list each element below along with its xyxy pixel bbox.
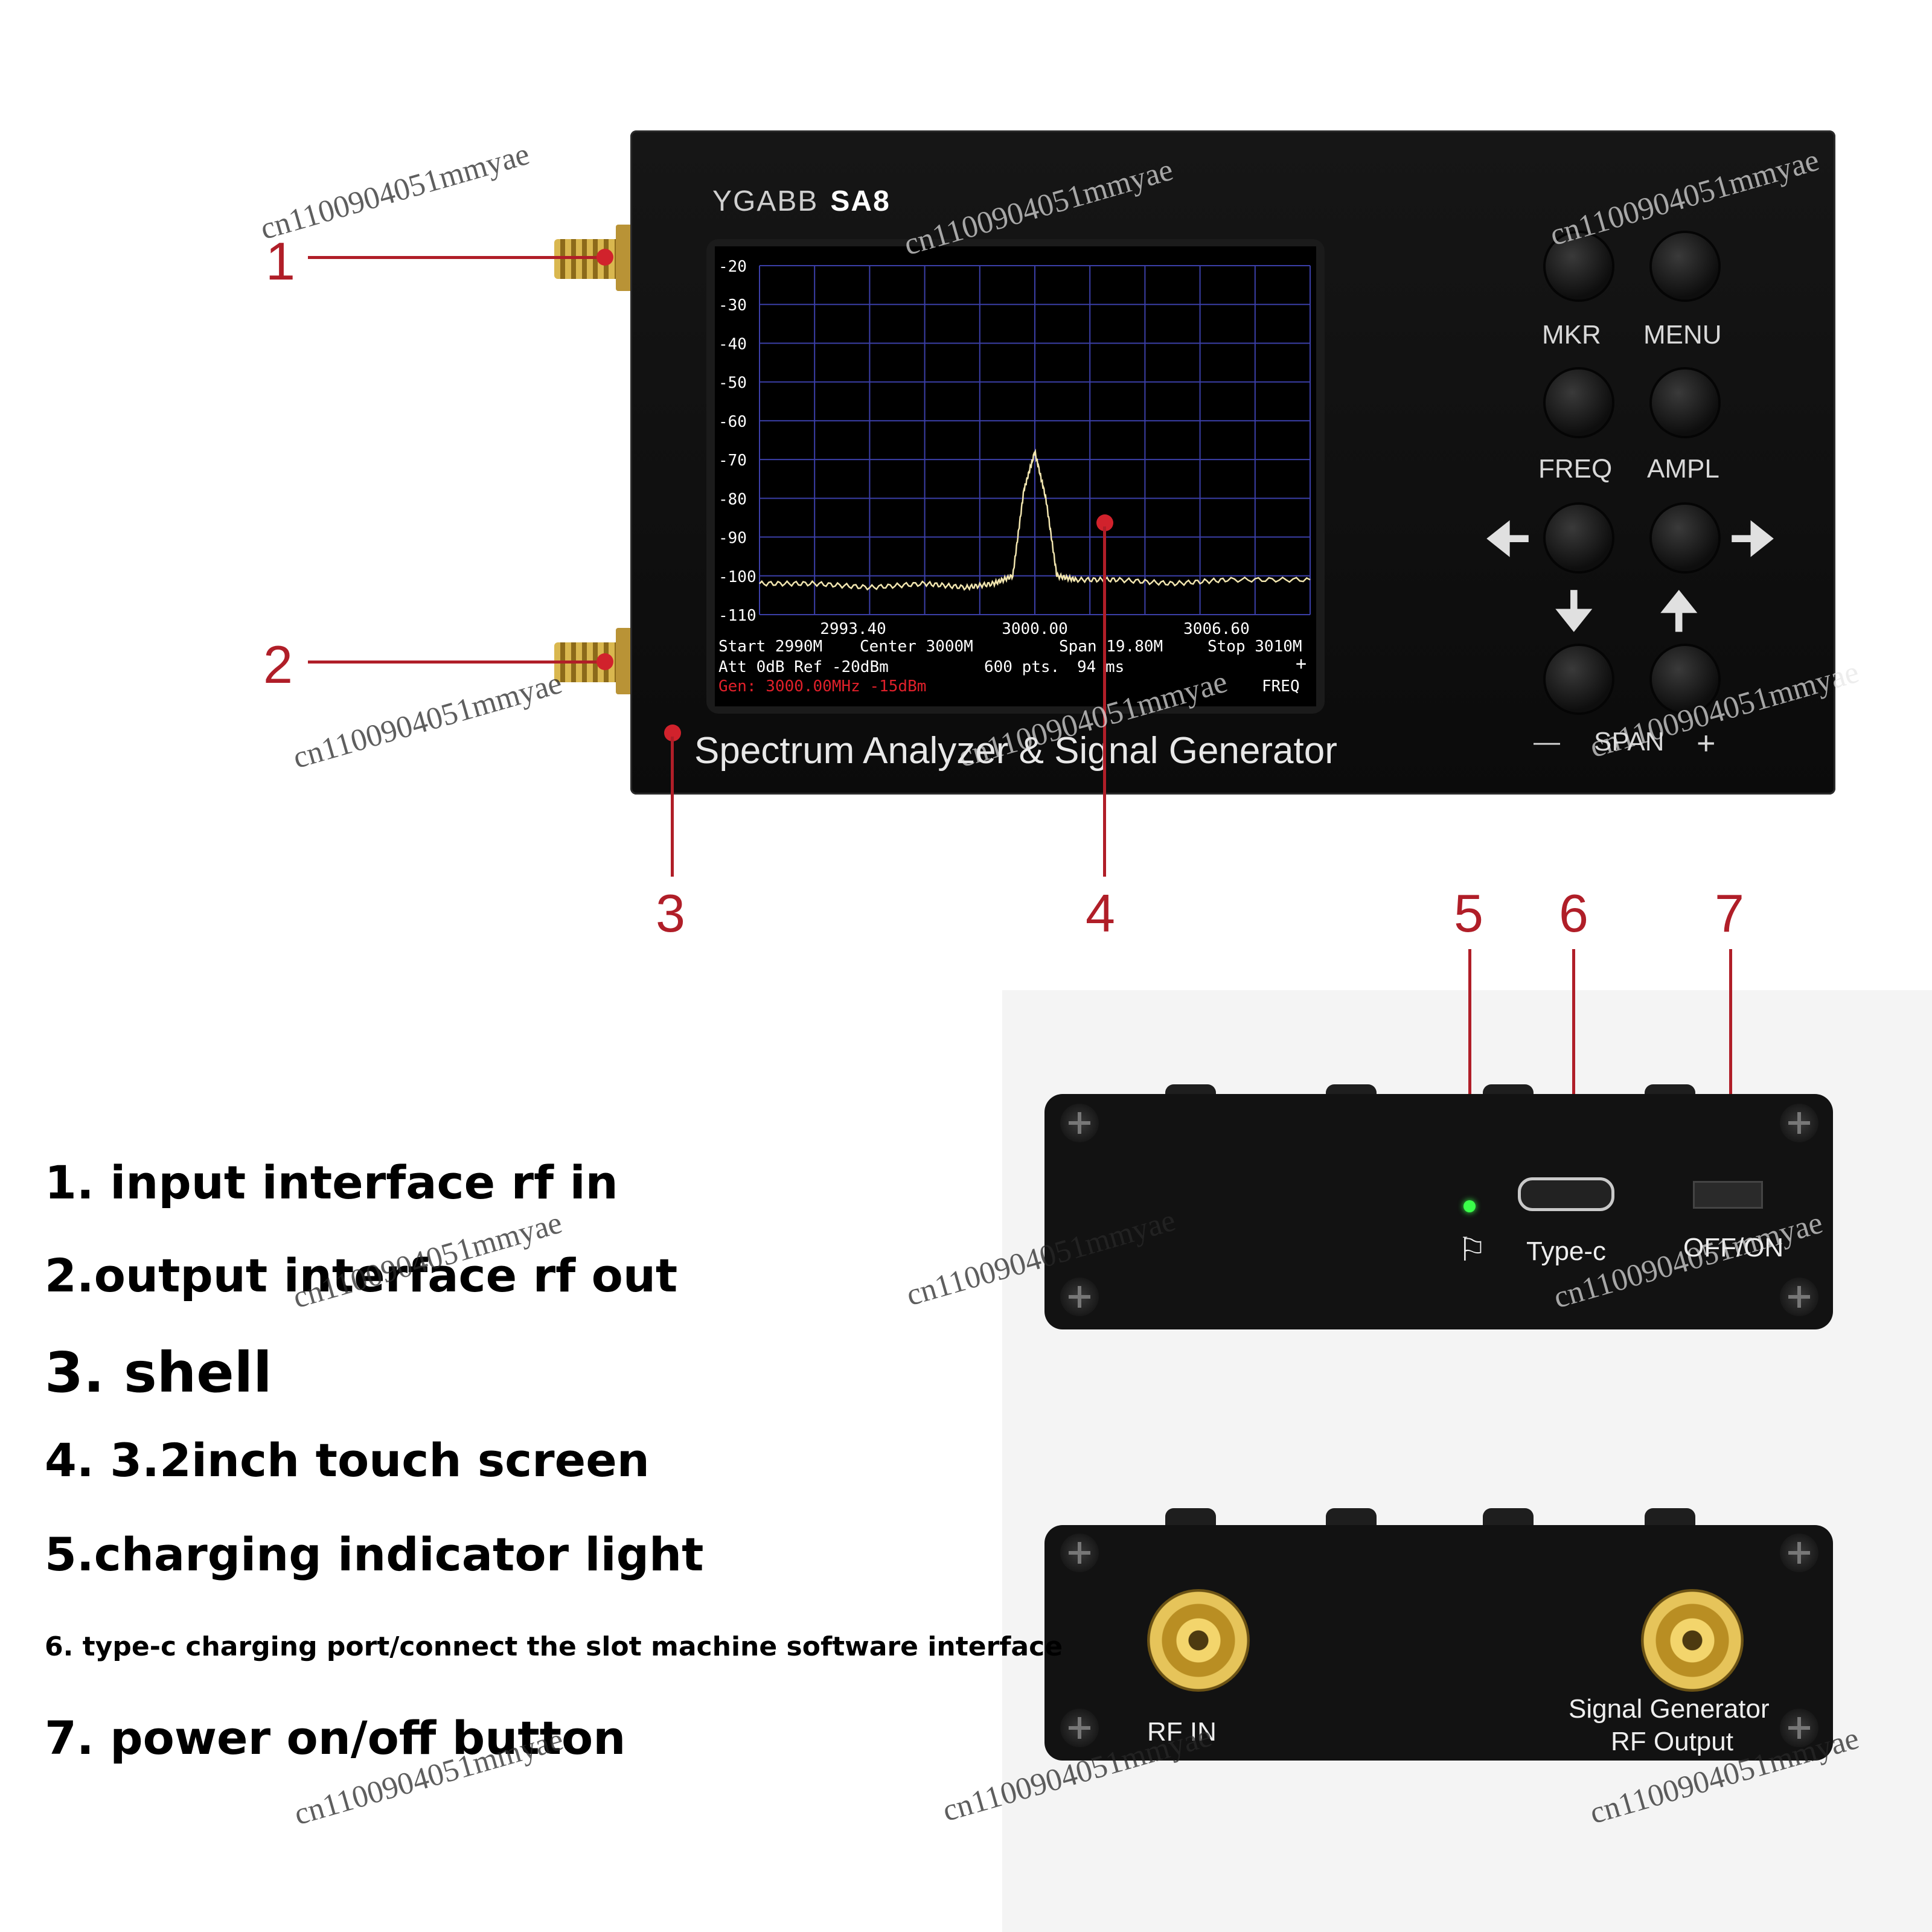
span-minus-label: — [1534, 727, 1560, 756]
usb-c-port[interactable] [1518, 1177, 1614, 1211]
generator-status: Gen: 3000.00MHz -15dBm [718, 677, 927, 696]
description-1: 1. input interface rf in [45, 1156, 618, 1209]
att-ref: Att 0dB Ref -20dBm [718, 658, 889, 676]
x-tick-labels: 2993.40 3000.00 3006.60 [820, 620, 1249, 638]
callout-number-7: 7 [1715, 883, 1744, 943]
span-minus-button[interactable] [1546, 646, 1612, 712]
x-tick-label: 2993.40 [820, 620, 886, 638]
device-brand: YGABB SA8 [712, 185, 891, 218]
type-c-label: Type-c [1526, 1236, 1607, 1266]
side-view-top [1044, 1094, 1833, 1329]
center-freq: Center 3000M [860, 638, 973, 656]
screw-icon [1780, 1104, 1818, 1142]
rf-in-port[interactable] [1147, 1589, 1250, 1692]
callout-number-1: 1 [266, 231, 295, 291]
y-tick-label: -70 [718, 452, 747, 470]
screw-icon [1060, 1709, 1099, 1747]
y-tick-labels: -20 -30 -40 -50 -60 -70 -80 -90 -100 -110 [718, 258, 756, 625]
arrow-left-icon: 🠈 [1484, 510, 1532, 567]
points: 600 pts. [984, 658, 1060, 676]
callout-number-6: 6 [1559, 883, 1588, 943]
screw-icon [1060, 1104, 1099, 1142]
charging-alarm-icon: ⚐ [1457, 1232, 1487, 1268]
rf-output-label: RF Output [1611, 1727, 1733, 1756]
y-tick-label: -50 [718, 374, 747, 392]
screw-icon [1060, 1534, 1099, 1572]
description-6: 6. type-c charging port/connect the slot… [45, 1631, 1063, 1662]
description-5: 5.charging indicator light [45, 1527, 704, 1581]
callout-number-5: 5 [1454, 883, 1483, 943]
arrow-down-icon: 🠋 [1553, 583, 1595, 639]
power-switch[interactable] [1693, 1181, 1763, 1209]
rf-in-label: RF IN [1147, 1717, 1217, 1747]
description-7: 7. power on/off button [45, 1711, 626, 1765]
y-tick-label: -110 [718, 607, 756, 625]
y-tick-label: -30 [718, 296, 747, 315]
y-tick-label: -40 [718, 335, 747, 353]
spectrum-chart: -20 -30 -40 -50 -60 -70 -80 -90 -100 -110 2993.40… [718, 258, 1311, 638]
callout-line-6 [1572, 949, 1575, 1183]
charging-indicator-led [1463, 1200, 1476, 1212]
callout-line-1 [308, 256, 605, 259]
callout-line-4 [1103, 526, 1106, 877]
stop-freq: Stop 3010M [1208, 638, 1302, 656]
spectrum-trace [759, 448, 1311, 591]
model-name: SA8 [830, 185, 891, 217]
span-value: Span 19.80M [1059, 638, 1163, 656]
y-tick-label: -20 [718, 258, 747, 276]
power-switch-label: OFF/ON [1683, 1233, 1784, 1262]
arrow-up-icon: 🠉 [1658, 583, 1700, 639]
screw-icon [1780, 1278, 1818, 1316]
callout-number-3: 3 [656, 883, 685, 943]
sweep-time: 94 ms [1077, 658, 1125, 676]
y-tick-label: -100 [718, 568, 756, 586]
freq-label: FREQ [1538, 454, 1613, 484]
description-3: 3. shell [45, 1340, 272, 1405]
freq-button[interactable] [1546, 369, 1612, 436]
device-subtitle: Spectrum Analyzer & Signal Generator [694, 730, 1337, 772]
screw-icon [1060, 1278, 1099, 1316]
screw-icon [1780, 1534, 1818, 1572]
span-plus-label: + [1697, 725, 1716, 761]
arrow-right-icon: 🠊 [1729, 510, 1777, 567]
callout-number-2: 2 [263, 635, 293, 694]
ampl-label: AMPL [1647, 454, 1719, 484]
y-tick-label: -60 [718, 413, 747, 431]
chart-grid [759, 265, 1311, 615]
description-4: 4. 3.2inch touch screen [45, 1433, 650, 1487]
span-plus-button[interactable] [1652, 646, 1718, 712]
span-label: SPAN [1594, 727, 1665, 756]
brand-name: YGABB [712, 185, 819, 217]
description-2: 2.output interface rf out [45, 1249, 678, 1302]
left-button[interactable] [1546, 505, 1612, 571]
mode-label: FREQ [1262, 677, 1300, 696]
screw-icon [1780, 1709, 1818, 1747]
callout-line-2 [308, 661, 605, 664]
callout-line-5 [1468, 949, 1471, 1179]
y-tick-label: -90 [718, 529, 747, 548]
mode-sign: + [1296, 653, 1307, 674]
y-tick-label: -80 [718, 490, 747, 508]
callout-line-3 [671, 737, 674, 877]
callout-dot-2 [597, 653, 613, 670]
mkr-button[interactable] [1546, 233, 1612, 299]
right-button[interactable] [1652, 505, 1718, 571]
x-tick-label: 3000.00 [1002, 620, 1068, 638]
callout-dot-1 [597, 249, 613, 266]
ampl-button[interactable] [1652, 369, 1718, 436]
menu-button[interactable] [1652, 233, 1718, 299]
start-freq: Start 2990M [718, 638, 823, 656]
signal-generator-label: Signal Generator [1569, 1694, 1770, 1724]
touch-screen[interactable]: -20 -30 -40 -50 -60 -70 -80 -90 -100 -110 2993.40… [715, 246, 1316, 706]
rf-out-port[interactable] [1641, 1589, 1744, 1692]
mkr-label: MKR [1542, 320, 1601, 350]
callout-number-4: 4 [1086, 883, 1115, 943]
callout-line-7 [1729, 949, 1732, 1165]
background-description-panel [0, 990, 1002, 1932]
menu-label: MENU [1643, 320, 1722, 350]
x-tick-label: 3006.60 [1183, 620, 1250, 638]
